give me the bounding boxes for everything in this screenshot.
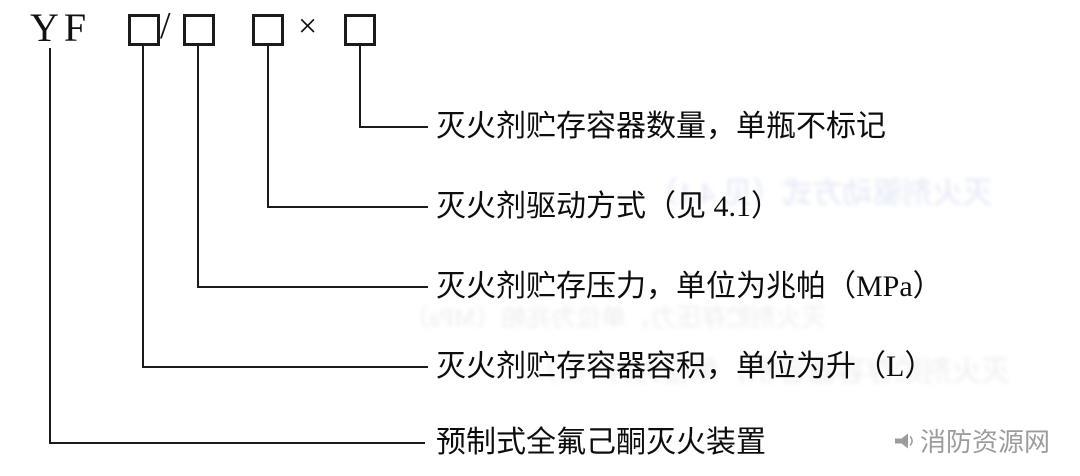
code-box-container-count (344, 14, 376, 46)
leader-line-horizontal-4 (142, 366, 428, 368)
leader-line-vertical-box2 (197, 46, 199, 288)
site-watermark: 消防资源网 (892, 422, 1050, 459)
leader-line-horizontal-5 (49, 442, 425, 444)
leader-line-horizontal-2 (267, 206, 428, 208)
label-drive-mode: 灭火剂驱动方式（见 4.1） (436, 190, 781, 223)
code-separator-slash: / (160, 5, 171, 47)
label-storage-pressure: 灭火剂贮存压力，单位为兆帕（MPa） (436, 270, 943, 303)
label-container-count: 灭火剂贮存容器数量，单瓶不标记 (436, 110, 886, 143)
site-watermark-text: 消防资源网 (920, 427, 1051, 457)
code-box-pressure (183, 14, 215, 46)
leader-line-vertical-box4 (359, 46, 361, 128)
megaphone-icon (892, 429, 916, 453)
leader-line-vertical-box1 (142, 46, 144, 368)
code-box-drive-mode (252, 14, 284, 46)
label-container-volume: 灭火剂贮存容器容积，单位为升（L） (436, 350, 935, 383)
leader-line-horizontal-3 (197, 286, 428, 288)
leader-line-vertical-prefix (49, 48, 51, 444)
model-code-prefix: YF (30, 5, 92, 50)
leader-line-vertical-box3 (267, 46, 269, 208)
code-multiply-sign: × (298, 8, 318, 45)
label-device-name: 预制式全氟己酮灭火装置 (436, 426, 766, 459)
leader-line-horizontal-1 (359, 126, 428, 128)
code-box-volume (128, 14, 160, 46)
